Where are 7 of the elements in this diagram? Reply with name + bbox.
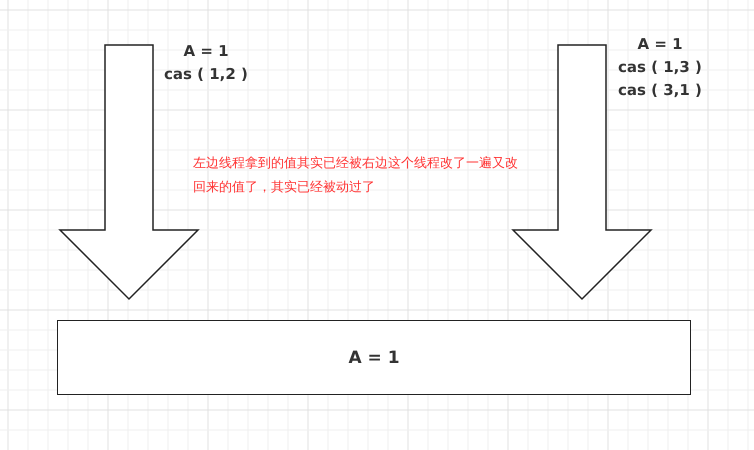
value-caption: cas ( 1,2 ) (164, 64, 248, 85)
value-caption: cas ( 1,3 ) (618, 57, 702, 78)
value-caption: A = 1 (184, 41, 229, 62)
note-text: 左边线程拿到的值其实已经被右边这个线程改了一遍又改回来的值了，其实已经被动过了 (193, 155, 519, 197)
value-caption: cas ( 3,1 ) (618, 80, 702, 101)
value-caption: A = 1 (638, 34, 683, 55)
value-box: A = 1 (57, 320, 691, 395)
